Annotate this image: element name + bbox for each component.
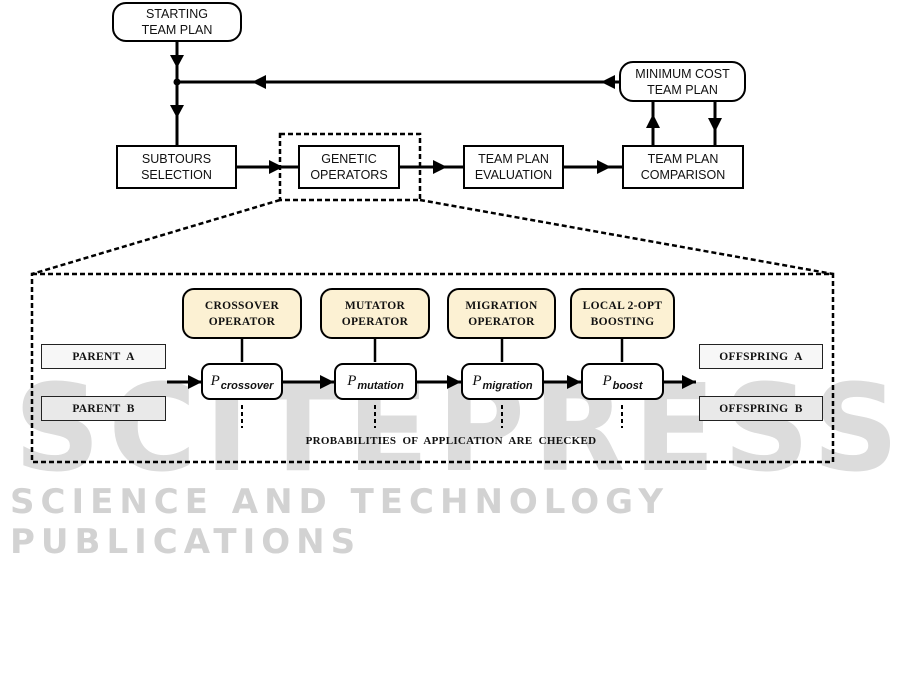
probability-subscript: boost <box>612 379 643 392</box>
probability-subscript: crossover <box>220 379 274 392</box>
zoom-line-right <box>419 198 834 276</box>
arrowhead-gen-eval <box>433 160 447 174</box>
arrowhead-in <box>188 375 202 389</box>
arrowhead-p2-p3 <box>447 375 461 389</box>
arrowhead-eval-comp <box>597 160 611 174</box>
probability-subscript: mutation <box>357 379 404 392</box>
detail-frame <box>30 272 835 464</box>
arrowhead-p3-p4 <box>567 375 581 389</box>
arrowhead-start-2 <box>170 105 184 118</box>
probability-symbol: P <box>210 373 220 389</box>
arrowhead-sub-gen <box>269 160 283 174</box>
arrowhead-feedback-1 <box>252 75 266 89</box>
arrowhead-min-comp <box>708 118 722 132</box>
parent-b-box: PARENT B <box>41 396 166 421</box>
zoom-line-left <box>31 198 281 276</box>
probability-subscript: migration <box>482 379 533 392</box>
offspring-b-box: OFFSPRING B <box>699 396 823 421</box>
arrowhead-feedback-2 <box>601 75 615 89</box>
probabilities-note: PROBABILITIES OF APPLICATION ARE CHECKED <box>305 435 597 447</box>
watermark-sub: SCIENCE AND TECHNOLOGY PUBLICATIONS <box>10 482 669 562</box>
probability-symbol: P <box>347 373 357 389</box>
arrowhead-start-1 <box>170 55 184 68</box>
parent-a-box: PARENT A <box>41 344 166 369</box>
arrowhead-p1-p2 <box>320 375 334 389</box>
probability-symbol: P <box>472 373 482 389</box>
probability-symbol: P <box>602 373 612 389</box>
offspring-a-box: OFFSPRING A <box>699 344 823 369</box>
arrowhead-comp-min <box>646 114 660 128</box>
zoom-highlight-box <box>278 132 422 202</box>
arrowhead-out <box>682 375 696 389</box>
